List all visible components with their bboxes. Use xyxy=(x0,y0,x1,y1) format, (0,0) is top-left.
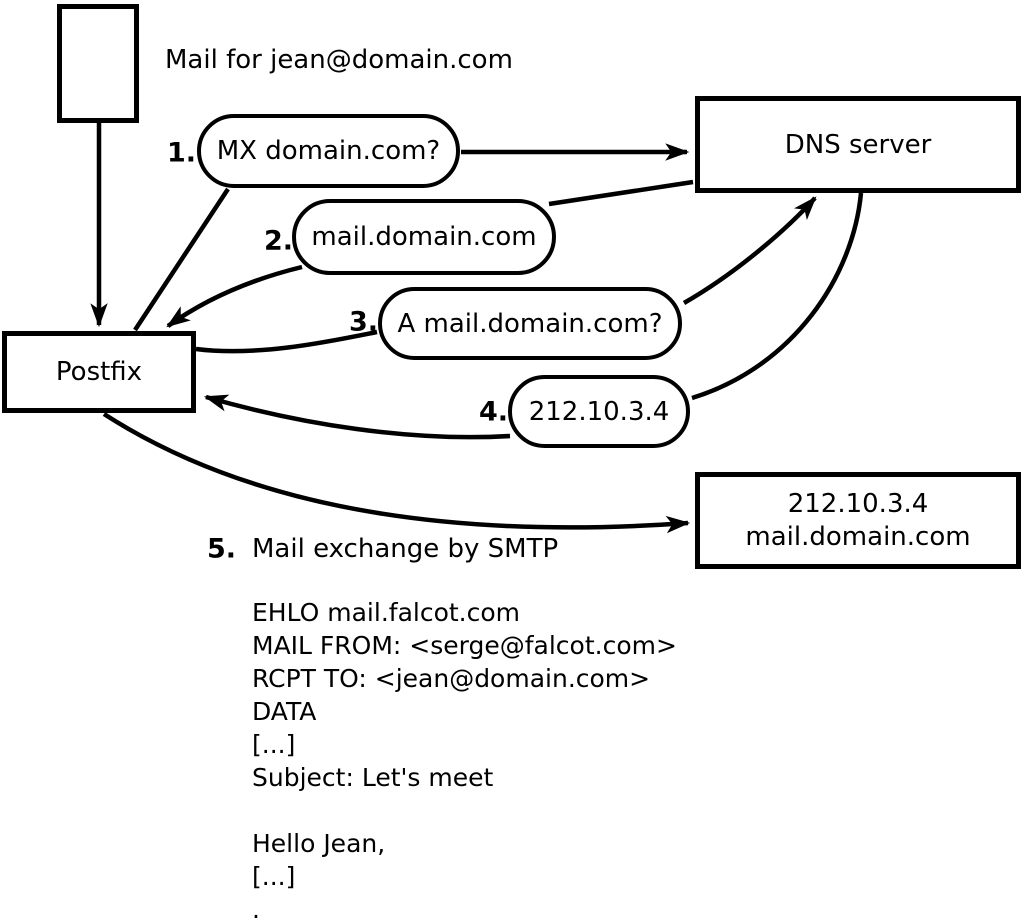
smtp-line-data: DATA xyxy=(252,697,317,726)
step1-number: 1. xyxy=(166,137,196,169)
arrow-step3-to-dns xyxy=(682,196,817,305)
line-postfix-to-step1 xyxy=(133,187,230,332)
mail-server-ip: 212.10.3.4 xyxy=(787,488,929,519)
mail-server-node: 212.10.3.4 mail.domain.com xyxy=(695,472,1021,569)
step3-query-label: A mail.domain.com? xyxy=(397,308,663,339)
step2-response-label: mail.domain.com xyxy=(311,222,537,252)
step4-number: 4. xyxy=(478,396,508,428)
step5-number: 5. xyxy=(207,533,237,565)
step2-response-pill: mail.domain.com xyxy=(292,199,556,275)
smtp-line-ellipsis-2: [...] xyxy=(252,862,296,891)
step3-query-pill: A mail.domain.com? xyxy=(378,287,682,360)
step4-response-label: 212.10.3.4 xyxy=(528,396,670,427)
smtp-line-rcpt-to: RCPT TO: <jean@domain.com> xyxy=(252,664,651,693)
smtp-line-subject: Subject: Let's meet xyxy=(252,763,494,792)
step5-label: Mail exchange by SMTP xyxy=(252,534,559,564)
smtp-line-blank xyxy=(252,794,677,827)
step1-query-pill: MX domain.com? xyxy=(197,114,460,188)
smtp-line-ehlo: EHLO mail.falcot.com xyxy=(252,598,521,627)
smtp-line-mail-from: MAIL FROM: <serge@falcot.com> xyxy=(252,631,677,660)
mail-server-hostname: mail.domain.com xyxy=(745,521,971,552)
step2-number: 2. xyxy=(263,225,293,257)
step3-number: 3. xyxy=(348,306,378,338)
smtp-transcript: EHLO mail.falcot.com MAIL FROM: <serge@f… xyxy=(252,596,677,919)
line-dns-to-step4 xyxy=(691,192,864,401)
smtp-line-greeting: Hello Jean, xyxy=(252,829,386,858)
arrow-step2-to-postfix xyxy=(166,264,303,328)
arrow-step4-to-postfix xyxy=(203,394,511,440)
mail-message-node xyxy=(57,4,139,123)
dns-server-node: DNS server xyxy=(695,96,1021,193)
smtp-line-terminator: . xyxy=(252,895,260,919)
line-dns-to-step2 xyxy=(548,179,694,207)
line-postfix-to-step3 xyxy=(195,329,378,354)
postfix-node: Postfix xyxy=(2,331,196,413)
step4-response-pill: 212.10.3.4 xyxy=(508,375,690,448)
diagram-title: Mail for jean@domain.com xyxy=(165,45,513,75)
step1-query-label: MX domain.com? xyxy=(216,136,441,166)
arrow-postfix-to-mailserver xyxy=(102,412,691,534)
dns-server-label: DNS server xyxy=(784,129,932,160)
postfix-label: Postfix xyxy=(55,357,143,387)
smtp-line-ellipsis-1: [...] xyxy=(252,730,296,759)
